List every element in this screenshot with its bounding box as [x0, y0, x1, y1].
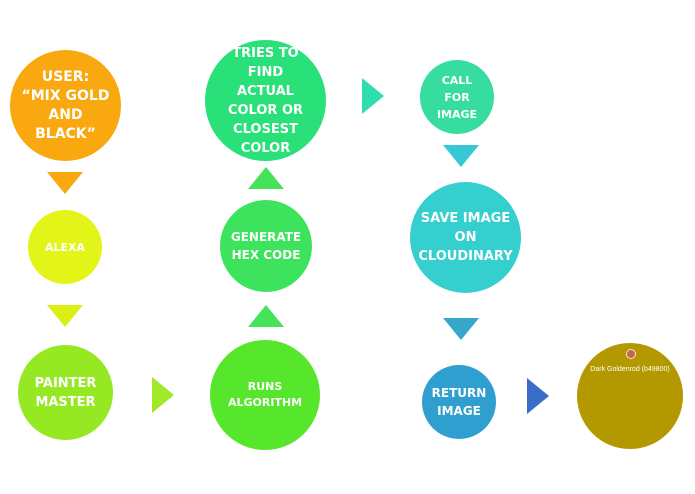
node-alexa: ALEXA — [28, 210, 102, 284]
arrow-call-to-save — [443, 145, 479, 167]
node-call-for-image: CALL FOR IMAGE — [420, 60, 494, 134]
node-save-on-cloudinary-label: SAVE IMAGE ON CLOUDINARY — [418, 211, 513, 264]
node-runs-algorithm: RUNS ALGORITHM — [210, 340, 320, 450]
arrow-return-to-result — [527, 378, 549, 414]
node-return-image: RETURN IMAGE — [422, 365, 496, 439]
node-user-request: USER: “MIX GOLD AND BLACK” — [10, 50, 121, 161]
node-runs-algorithm-label: RUNS ALGORITHM — [227, 380, 303, 409]
arrow-alexa-to-painter — [47, 305, 83, 327]
node-result-color: Dark Goldenrod (b49800) — [577, 343, 683, 449]
node-user-request-label: USER: “MIX GOLD AND BLACK” — [21, 68, 110, 142]
node-painter-master-label: PAINTER MASTER — [34, 375, 97, 410]
node-call-for-image-label: CALL FOR IMAGE — [436, 73, 478, 121]
node-generate-hex-code: GENERATE HEX CODE — [220, 200, 312, 292]
node-return-image-label: RETURN IMAGE — [431, 386, 487, 418]
node-alexa-label: ALEXA — [44, 240, 86, 254]
node-generate-hex-code-label: GENERATE HEX CODE — [230, 230, 302, 262]
arrow-hex-to-tries — [248, 167, 284, 189]
arrow-tries-to-call — [362, 78, 384, 114]
arrow-save-to-return — [443, 318, 479, 340]
arrow-runs-to-hex — [248, 305, 284, 327]
node-painter-master: PAINTER MASTER — [18, 345, 113, 440]
color-swatch-icon — [626, 349, 636, 359]
result-color-label: Dark Goldenrod (b49800) — [590, 366, 670, 373]
arrow-painter-to-runs — [152, 377, 174, 413]
node-save-on-cloudinary: SAVE IMAGE ON CLOUDINARY — [410, 182, 521, 293]
node-find-color: TRIES TO FIND ACTUAL COLOR OR CLOSEST CO… — [205, 40, 326, 161]
node-find-color-label: TRIES TO FIND ACTUAL COLOR OR CLOSEST CO… — [227, 45, 304, 156]
arrow-user-to-alexa — [47, 172, 83, 194]
